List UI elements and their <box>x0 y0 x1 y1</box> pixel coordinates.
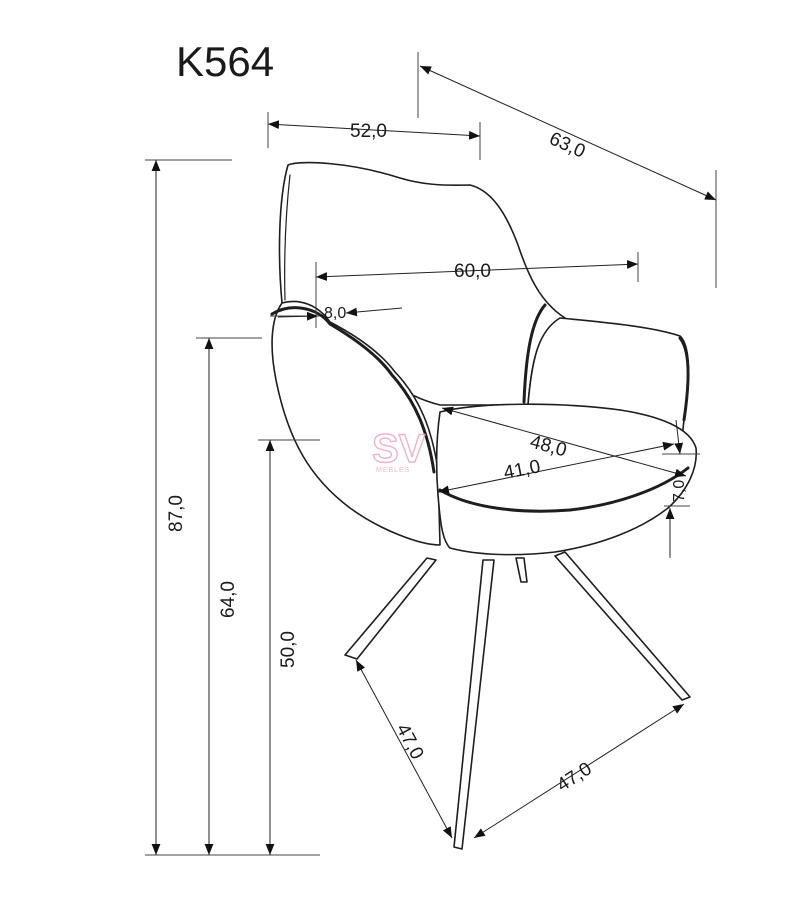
armrest-height-label: 64,0 <box>218 581 239 618</box>
armrest-width-dimension-left <box>277 311 319 321</box>
inner-width-dimension-line <box>315 260 639 281</box>
seat-thickness-label: 7,0 <box>671 480 688 502</box>
watermark-logo-text: SV <box>372 427 426 471</box>
leg-front-center <box>453 559 495 850</box>
seat-height-label: 50,0 <box>278 631 299 668</box>
chair-backrest-seam <box>284 174 291 301</box>
base-side-dimension-line <box>355 659 453 839</box>
base-front-dimension-line <box>473 703 685 839</box>
seat-thickness-dimension-top <box>674 419 684 455</box>
total-height-label: 87,0 <box>166 495 187 532</box>
leg-front-left <box>344 557 437 660</box>
watermark-logo: SV MEBLES <box>371 426 426 474</box>
watermark-text: MEBLES <box>376 467 410 474</box>
model-title: K564 <box>176 38 274 85</box>
chair-seat <box>435 403 698 556</box>
leg-rear-center <box>515 557 528 583</box>
right-armrest-piping <box>522 303 547 404</box>
dimension-lines <box>151 65 717 855</box>
leg-rear-right <box>554 551 691 701</box>
width-label: 52,0 <box>350 121 387 142</box>
left-armrest-piping <box>270 306 436 474</box>
armrest-width-label: 8,0 <box>324 305 346 322</box>
chair-base <box>344 551 691 850</box>
width-dimension-line <box>267 120 481 140</box>
depth-label: 63,0 <box>546 128 588 162</box>
inner-width-label: 60,0 <box>454 261 491 282</box>
chair-left-shell <box>271 300 441 546</box>
base-side-label: 47,0 <box>392 720 428 763</box>
seat-width-dimension-line <box>437 441 675 495</box>
depth-dimension-line <box>419 65 717 201</box>
armrest-width-dimension-right <box>345 307 403 317</box>
